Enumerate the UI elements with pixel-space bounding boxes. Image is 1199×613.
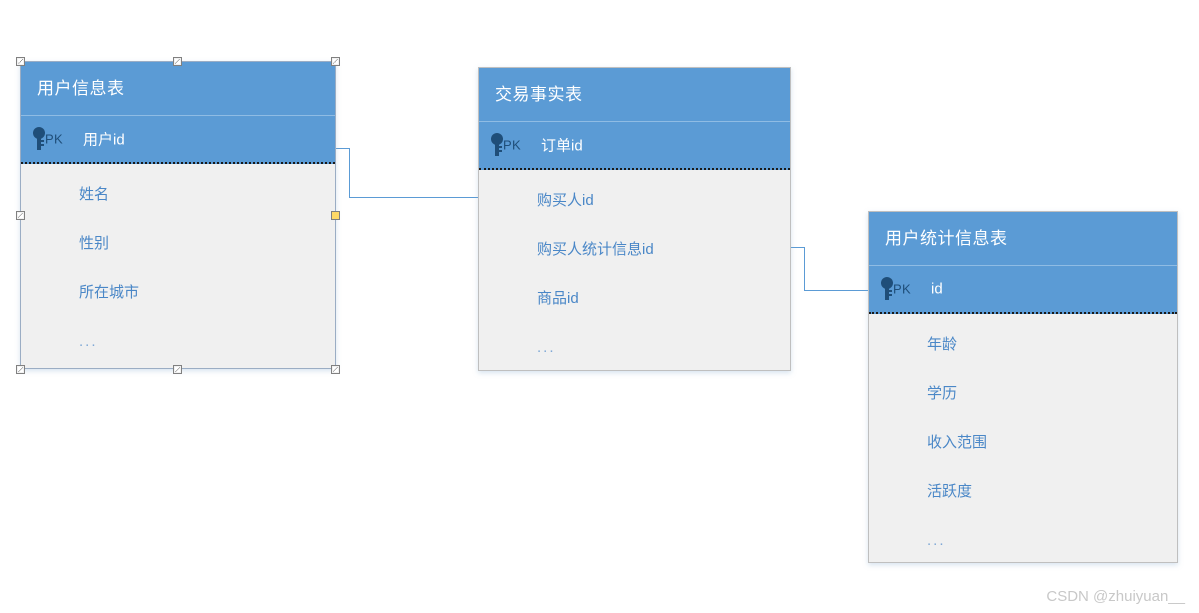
attribute-row[interactable]: 商品id xyxy=(537,290,579,307)
relationship-transaction-to-stats-seg3 xyxy=(804,290,869,291)
attribute-row[interactable]: 活跃度 xyxy=(927,483,973,500)
entity-table-user-info[interactable]: 用户信息表 PK 用户id 姓名 性别 所在城市 ... xyxy=(20,61,336,369)
relationship-transaction-to-stats-seg2 xyxy=(804,247,805,291)
pk-field-transaction-fact: 订单id xyxy=(541,137,583,155)
entity-table-user-stats[interactable]: 用户统计信息表 PK id 年龄 学历 收入范围 活跃度 ... xyxy=(868,211,1178,563)
selection-handle-bottom-right[interactable] xyxy=(331,365,340,374)
attribute-row-ellipsis[interactable]: ... xyxy=(79,333,98,350)
selection-handle-top-left[interactable] xyxy=(16,57,25,66)
attribute-row[interactable]: 所在城市 xyxy=(79,284,140,301)
attribute-row[interactable]: 性别 xyxy=(79,235,110,252)
key-icon xyxy=(491,133,503,156)
selection-handle-top-center[interactable] xyxy=(173,57,182,66)
entity-primary-key-row-transaction-fact[interactable]: PK 订单id xyxy=(479,122,790,170)
key-icon xyxy=(33,127,45,150)
entity-primary-key-row-user-info[interactable]: PK 用户id xyxy=(21,116,335,164)
attribute-row[interactable]: 购买人id xyxy=(537,192,594,209)
pk-field-user-info: 用户id xyxy=(83,131,125,149)
entity-title-user-info: 用户信息表 xyxy=(21,62,335,116)
entity-attributes-user-info: 姓名 性别 所在城市 ... xyxy=(21,164,335,366)
attribute-row[interactable]: 学历 xyxy=(927,385,958,402)
selection-handle-bottom-left[interactable] xyxy=(16,365,25,374)
relationship-user-to-transaction-seg3 xyxy=(349,197,479,198)
attribute-row-ellipsis[interactable]: ... xyxy=(537,339,556,356)
relationship-transaction-to-stats-seg1 xyxy=(791,247,805,248)
adjust-handle-middle-right[interactable] xyxy=(331,211,340,220)
selection-handle-bottom-center[interactable] xyxy=(173,365,182,374)
attribute-row[interactable]: 收入范围 xyxy=(927,434,988,451)
selection-handle-middle-left[interactable] xyxy=(16,211,25,220)
relationship-user-to-transaction-seg1 xyxy=(336,148,350,149)
entity-title-user-stats: 用户统计信息表 xyxy=(869,212,1177,266)
watermark: CSDN @zhuiyuan__ xyxy=(1046,588,1185,605)
attribute-row[interactable]: 姓名 xyxy=(79,186,110,203)
selection-handle-top-right[interactable] xyxy=(331,57,340,66)
attribute-row[interactable]: 年龄 xyxy=(927,336,958,353)
entity-attributes-user-stats: 年龄 学历 收入范围 活跃度 ... xyxy=(869,314,1177,565)
relationship-user-to-transaction-seg2 xyxy=(349,148,350,198)
entity-attributes-transaction-fact: 购买人id 购买人统计信息id 商品id ... xyxy=(479,170,790,372)
attribute-row[interactable]: 购买人统计信息id xyxy=(537,241,654,258)
entity-title-transaction-fact: 交易事实表 xyxy=(479,68,790,122)
key-icon xyxy=(881,277,893,300)
pk-label-user-info: PK xyxy=(45,131,63,147)
entity-table-transaction-fact[interactable]: 交易事实表 PK 订单id 购买人id 购买人统计信息id 商品id ... xyxy=(478,67,791,371)
entity-primary-key-row-user-stats[interactable]: PK id xyxy=(869,266,1177,314)
pk-label-user-stats: PK xyxy=(893,281,911,297)
pk-label-transaction-fact: PK xyxy=(503,137,521,153)
attribute-row-ellipsis[interactable]: ... xyxy=(927,532,946,549)
pk-field-user-stats: id xyxy=(931,280,943,298)
